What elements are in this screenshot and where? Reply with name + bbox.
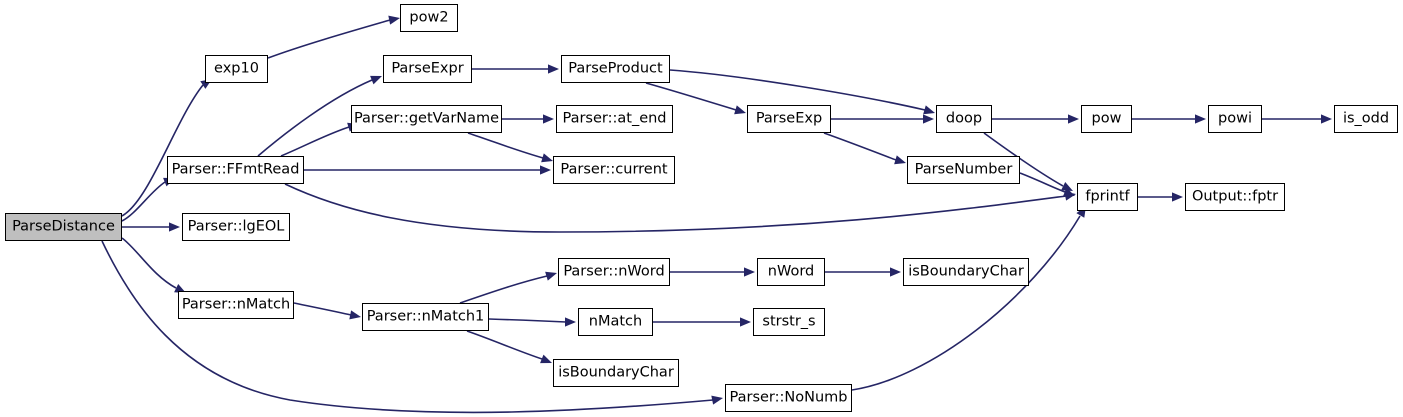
graph-node-label: Parser::lgEOL xyxy=(187,218,285,235)
graph-node-label: pow2 xyxy=(409,9,449,26)
graph-node-label: Parser::FFmtRead xyxy=(171,161,300,178)
graph-node-exp10[interactable]: exp10 xyxy=(205,55,268,83)
graph-edge-parser-ffmtread-to-parser-getvarname xyxy=(280,122,359,157)
graph-node-label: is_odd xyxy=(1342,110,1390,127)
graph-edge-parsedistance-to-exp10 xyxy=(121,79,212,217)
graph-edge-exp10-to-pow2 xyxy=(267,15,400,59)
graph-node-parsenumber[interactable]: ParseNumber xyxy=(907,156,1020,184)
graph-node-label: ParseExp xyxy=(755,110,823,127)
graph-edge-parser-nmatch1-to-parser-nword xyxy=(459,271,557,304)
graph-edge-pow-to-powi xyxy=(1132,114,1206,124)
graph-edge-parsedistance-to-parser-nmatch xyxy=(121,237,186,293)
graph-node-label: Parser::nWord xyxy=(563,263,665,280)
graph-edge-parseexp-to-doop xyxy=(831,114,934,124)
graph-node-output-fptr[interactable]: Output::fptr xyxy=(1185,183,1285,211)
graph-node-parsedistance[interactable]: ParseDistance xyxy=(5,213,122,241)
graph-edge-parser-getvarname-to-parser-at_end xyxy=(502,114,554,124)
graph-node-label: Parser::current xyxy=(560,161,668,178)
graph-node-parser-getvarname[interactable]: Parser::getVarName xyxy=(351,105,502,133)
graph-node-parser-nonumb[interactable]: Parser::NoNumb xyxy=(725,384,852,412)
graph-node-label: powi xyxy=(1218,110,1252,127)
graph-node-label: fprintf xyxy=(1085,188,1130,205)
graph-node-parseexp[interactable]: ParseExp xyxy=(747,105,831,133)
graph-edge-parser-nmatch-to-parser-nmatch1 xyxy=(293,302,361,320)
graph-edge-fprintf-to-output-fptr xyxy=(1138,192,1183,202)
graph-node-label: Parser::getVarName xyxy=(353,110,500,127)
graph-node-parser-nmatch[interactable]: Parser::nMatch xyxy=(178,291,294,319)
graph-node-isboundarychar2[interactable]: isBoundaryChar xyxy=(903,258,1029,286)
graph-node-label: isBoundaryChar xyxy=(558,364,674,381)
graph-node-label: strstr_s xyxy=(762,313,816,330)
graph-node-label: ParseExpr xyxy=(391,60,464,77)
graph-edge-parser-nword-to-nword xyxy=(670,267,755,277)
graph-edge-parser-ffmtread-to-parser-current xyxy=(304,165,551,175)
graph-node-parser-ffmtread[interactable]: Parser::FFmtRead xyxy=(167,156,304,184)
graph-edge-nmatch-to-strstr_s xyxy=(653,317,751,327)
graph-node-parser-nword[interactable]: Parser::nWord xyxy=(558,258,670,286)
graph-node-powi[interactable]: powi xyxy=(1208,105,1262,133)
graph-node-label: ParseNumber xyxy=(914,161,1013,178)
graph-edge-parsedistance-to-parser-ffmtread xyxy=(121,177,175,222)
graph-node-is_odd[interactable]: is_odd xyxy=(1334,105,1398,133)
graph-node-nword[interactable]: nWord xyxy=(757,258,825,286)
graph-edge-parser-nonumb-to-fprintf xyxy=(851,206,1086,391)
graph-node-label: ParseProduct xyxy=(568,60,663,77)
graph-edge-parser-ffmtread-to-fprintf xyxy=(284,183,1076,233)
graph-edge-nword-to-isboundarychar2 xyxy=(825,267,901,277)
graph-node-doop[interactable]: doop xyxy=(936,105,992,133)
graph-node-label: nWord xyxy=(767,263,815,280)
graph-node-label: exp10 xyxy=(214,60,259,77)
graph-node-label: Parser::NoNumb xyxy=(729,389,848,406)
graph-edge-parsedistance-to-parser-lgeol xyxy=(122,222,180,232)
graph-node-label: Parser::nMatch1 xyxy=(366,308,485,325)
graph-edge-parser-nmatch1-to-nmatch xyxy=(488,317,576,327)
graph-node-fprintf[interactable]: fprintf xyxy=(1077,183,1138,211)
graph-edge-parseexp-to-parsenumber xyxy=(823,132,906,165)
graph-node-label: nMatch xyxy=(588,313,643,330)
graph-node-label: isBoundaryChar xyxy=(908,263,1024,280)
graph-node-parser-nmatch1[interactable]: Parser::nMatch1 xyxy=(362,303,489,331)
graph-node-parseproduct[interactable]: ParseProduct xyxy=(561,55,670,83)
graph-edge-parseexpr-to-parseproduct xyxy=(472,64,559,74)
graph-node-nmatch[interactable]: nMatch xyxy=(578,308,653,336)
graph-node-label: Parser::at_end xyxy=(562,110,667,127)
graph-node-strstr_s[interactable]: strstr_s xyxy=(753,308,825,336)
graph-node-parser-current[interactable]: Parser::current xyxy=(553,156,675,184)
graph-edge-parser-nmatch1-to-isboundarychar1 xyxy=(466,330,552,364)
graph-node-parser-lgeol[interactable]: Parser::lgEOL xyxy=(182,213,290,241)
graph-edge-parser-getvarname-to-parser-current xyxy=(467,132,553,163)
graph-node-label: doop xyxy=(945,110,983,127)
graph-node-label: Parser::nMatch xyxy=(181,296,291,313)
graph-node-parser-at_end[interactable]: Parser::at_end xyxy=(556,105,673,133)
graph-node-label: ParseDistance xyxy=(12,218,115,235)
graph-node-parseexpr[interactable]: ParseExpr xyxy=(383,55,472,83)
graph-node-pow2[interactable]: pow2 xyxy=(400,4,458,32)
graph-node-isboundarychar1[interactable]: isBoundaryChar xyxy=(553,359,679,387)
graph-edge-doop-to-pow xyxy=(992,114,1079,124)
graph-node-label: Output::fptr xyxy=(1191,188,1279,205)
graph-edge-powi-to-is_odd xyxy=(1262,114,1332,124)
graph-node-label: pow xyxy=(1091,110,1122,127)
graph-edge-parsenumber-to-fprintf xyxy=(1019,172,1075,197)
graph-node-pow[interactable]: pow xyxy=(1081,105,1132,133)
